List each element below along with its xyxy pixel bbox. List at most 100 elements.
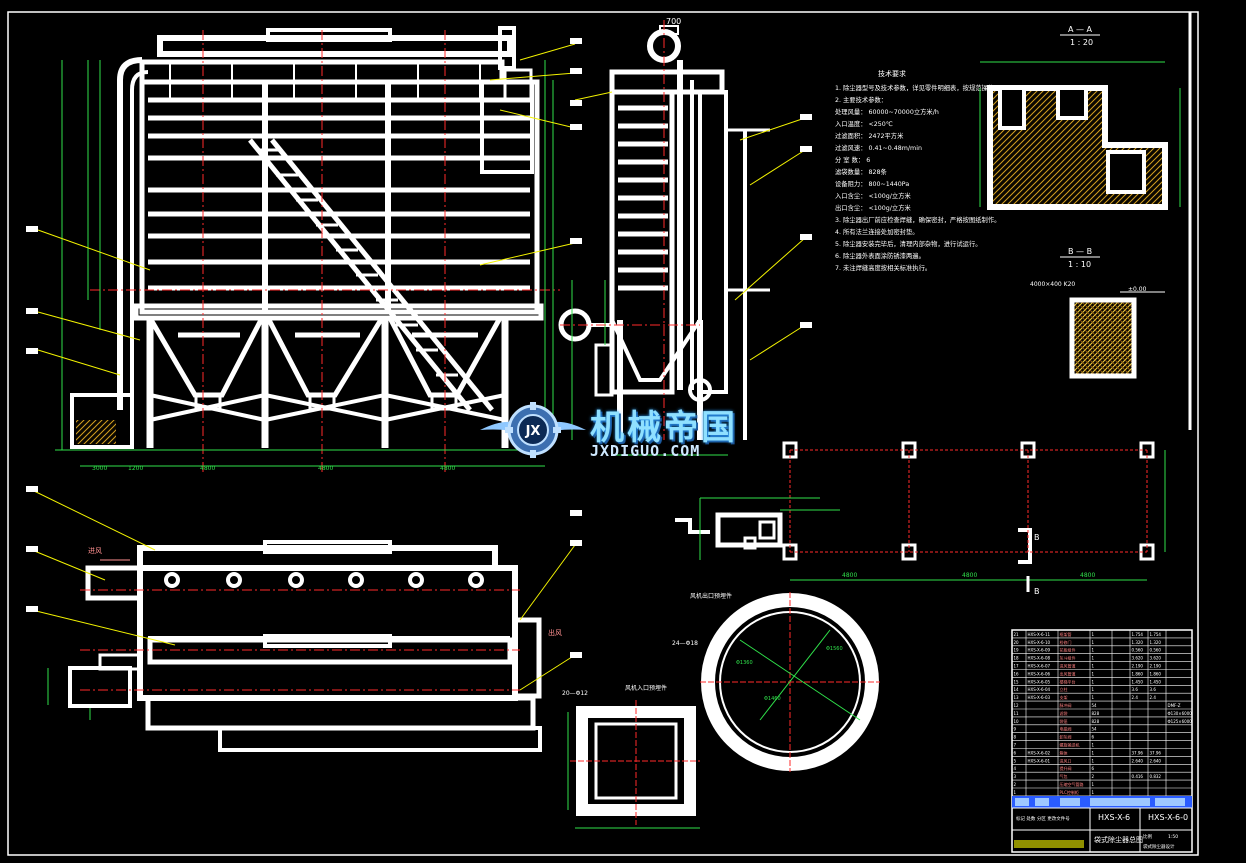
tech-line: 6. 除尘器外表面涂防锈漆两遍。	[835, 251, 925, 260]
bom-cell: HXS-X-6-10	[1028, 640, 1051, 645]
bom-cell: 1	[1092, 687, 1095, 692]
square-hole-label: 20—Φ12	[562, 690, 588, 697]
front-elevation-view	[70, 26, 544, 449]
tech-requirements-title: 技术要求	[878, 69, 906, 78]
tech-line: 入口含尘： <100g/立方米	[835, 191, 911, 200]
tech-line: 滤袋数量： 828条	[835, 167, 888, 176]
outlet-label: 出风	[548, 628, 562, 637]
bom-cell: 1.860	[1132, 671, 1144, 676]
tech-line: 3. 除尘器出厂前应检查焊缝，确保密封，严格按图纸制作。	[835, 215, 1000, 224]
tech-line: 7. 未注焊缝高度按相关标准执行。	[835, 263, 931, 272]
bom-cell: 1	[1014, 790, 1017, 795]
bom-cell: 1	[1092, 656, 1095, 661]
bom-cell: 1	[1092, 671, 1095, 676]
bom-cell: 2.640	[1150, 758, 1162, 763]
tech-line: 4. 所有法兰连接处加密封垫。	[835, 227, 919, 236]
ring-dim: Φ1460	[764, 696, 781, 702]
bom-cell: 1	[1092, 632, 1095, 637]
bom-cell: 2.190	[1132, 664, 1144, 669]
bom-cell: 1.450	[1132, 679, 1144, 684]
bom-cell: HXS-X-6-06	[1028, 671, 1051, 676]
bom-cell: 滤袋	[1060, 710, 1068, 716]
bom-cell: 1	[1092, 782, 1095, 787]
drawing-name: 袋式除尘器总图	[1094, 835, 1143, 844]
bom-cell: HXS-X-6-07	[1028, 664, 1051, 669]
bom-cell: PLC控制柜	[1060, 789, 1079, 795]
bom-cell: 1.320	[1132, 640, 1144, 645]
bom-cell: 21	[1014, 632, 1020, 637]
bom-cell: 14	[1014, 687, 1020, 692]
bom-cell: 3.6	[1132, 687, 1139, 692]
bom-cell: 13	[1014, 695, 1020, 700]
watermark-cn: 机械帝国	[590, 408, 738, 448]
tech-requirements-list: 1. 除尘器型号及技术参数，详见零件明细表，按规范操作。 2. 主要技术参数： …	[835, 83, 1000, 272]
bom-cell: 1.320	[1150, 640, 1162, 645]
bom-cell: 0.416	[1132, 774, 1144, 779]
ring-embed-view	[700, 592, 880, 772]
tech-line: 分 室 数： 6	[835, 155, 870, 164]
section-b-title: B — B	[1068, 247, 1092, 256]
bom-cell: 压缩空气管路	[1060, 781, 1084, 787]
scale-value: 1:50	[1168, 834, 1178, 840]
bom-cell: Φ130×6000	[1168, 711, 1193, 716]
bom-cell: 17	[1014, 664, 1020, 669]
bom-cell: DMF-Z	[1168, 703, 1181, 708]
bom-cell: 2.190	[1150, 664, 1162, 669]
side-elevation-view	[558, 25, 770, 440]
tech-line: 处理风量： 60000~70000立方米/h	[835, 107, 939, 116]
dim-text: 3000	[92, 465, 107, 472]
bom-cell: 7	[1014, 743, 1017, 748]
drawing-number-right: HXS-X-6-0	[1148, 813, 1188, 822]
bom-cell: 框架管	[1060, 631, 1072, 637]
bom-cell: 3.620	[1150, 656, 1162, 661]
bom-cell: 楼梯平台	[1060, 678, 1076, 684]
bom-cell: 2.640	[1132, 758, 1144, 763]
bom-cell: 0.560	[1150, 648, 1162, 653]
tech-line: 1. 除尘器型号及技术参数，详见零件明细表，按规范操作。	[835, 83, 1000, 92]
bom-cell: 8	[1014, 735, 1017, 740]
bom-cell: 支架	[1060, 694, 1068, 700]
bom-cell: 螺旋输送机	[1060, 742, 1080, 748]
bom-cell: 出风管道	[1060, 670, 1076, 676]
bom-cell: 1.754	[1132, 632, 1144, 637]
bom-cell: 袋笼	[1060, 718, 1068, 724]
logo-text: JX	[525, 424, 541, 439]
plan-view	[68, 540, 542, 752]
bom-cell: 2.4	[1150, 695, 1157, 700]
tech-line: 出口含尘： <100g/立方米	[835, 203, 911, 212]
bom-cell: 15	[1014, 679, 1020, 684]
bom-cell: 5	[1014, 758, 1017, 763]
bom-cell: 2.4	[1132, 695, 1139, 700]
bom-cell: 12	[1014, 703, 1020, 708]
footer-left: 标记 处数 分区 更改文件号	[1016, 815, 1070, 822]
bom-cell: 检修门	[1060, 639, 1072, 645]
bom-cell: 16	[1014, 671, 1020, 676]
dim-text: 4800	[200, 465, 215, 472]
section-a-scale: 1 : 20	[1070, 38, 1093, 47]
dim-text: 4800	[318, 465, 333, 472]
bom-cell: 20	[1014, 640, 1020, 645]
dim-text: 1200	[128, 465, 143, 472]
bom-cell: 2	[1014, 782, 1017, 787]
bom-cell: 6	[1092, 766, 1095, 771]
square-title: 风机入口预埋件	[625, 684, 667, 692]
bom-cell: HXS-X-6-08	[1028, 656, 1051, 661]
section-b-size: 4000×400 K20	[1030, 281, 1075, 288]
bom-cell: 3.620	[1132, 656, 1144, 661]
bom-cell: HXS-X-6-03	[1028, 695, 1051, 700]
bom-cell: HXS-X-6-05	[1028, 679, 1051, 684]
bom-cell: HXS-X-6-09	[1028, 648, 1051, 653]
bom-cell: 灰斗组件	[1060, 655, 1076, 661]
svg-text:B: B	[1034, 587, 1040, 596]
tech-line: 设备阻力： 800~1440Pa	[835, 179, 909, 188]
company-name: 袋式除尘器设计	[1143, 843, 1175, 850]
dim-700: 700	[666, 17, 681, 26]
bom-cell: 1	[1092, 743, 1095, 748]
bom-cell: 1	[1092, 664, 1095, 669]
bom-cell: 1	[1092, 758, 1095, 763]
bom-cell: 电磁阀	[1060, 726, 1072, 732]
bom-cell: 脉冲阀	[1060, 702, 1072, 708]
bom-cell: HXS-X-6-04	[1028, 687, 1051, 692]
